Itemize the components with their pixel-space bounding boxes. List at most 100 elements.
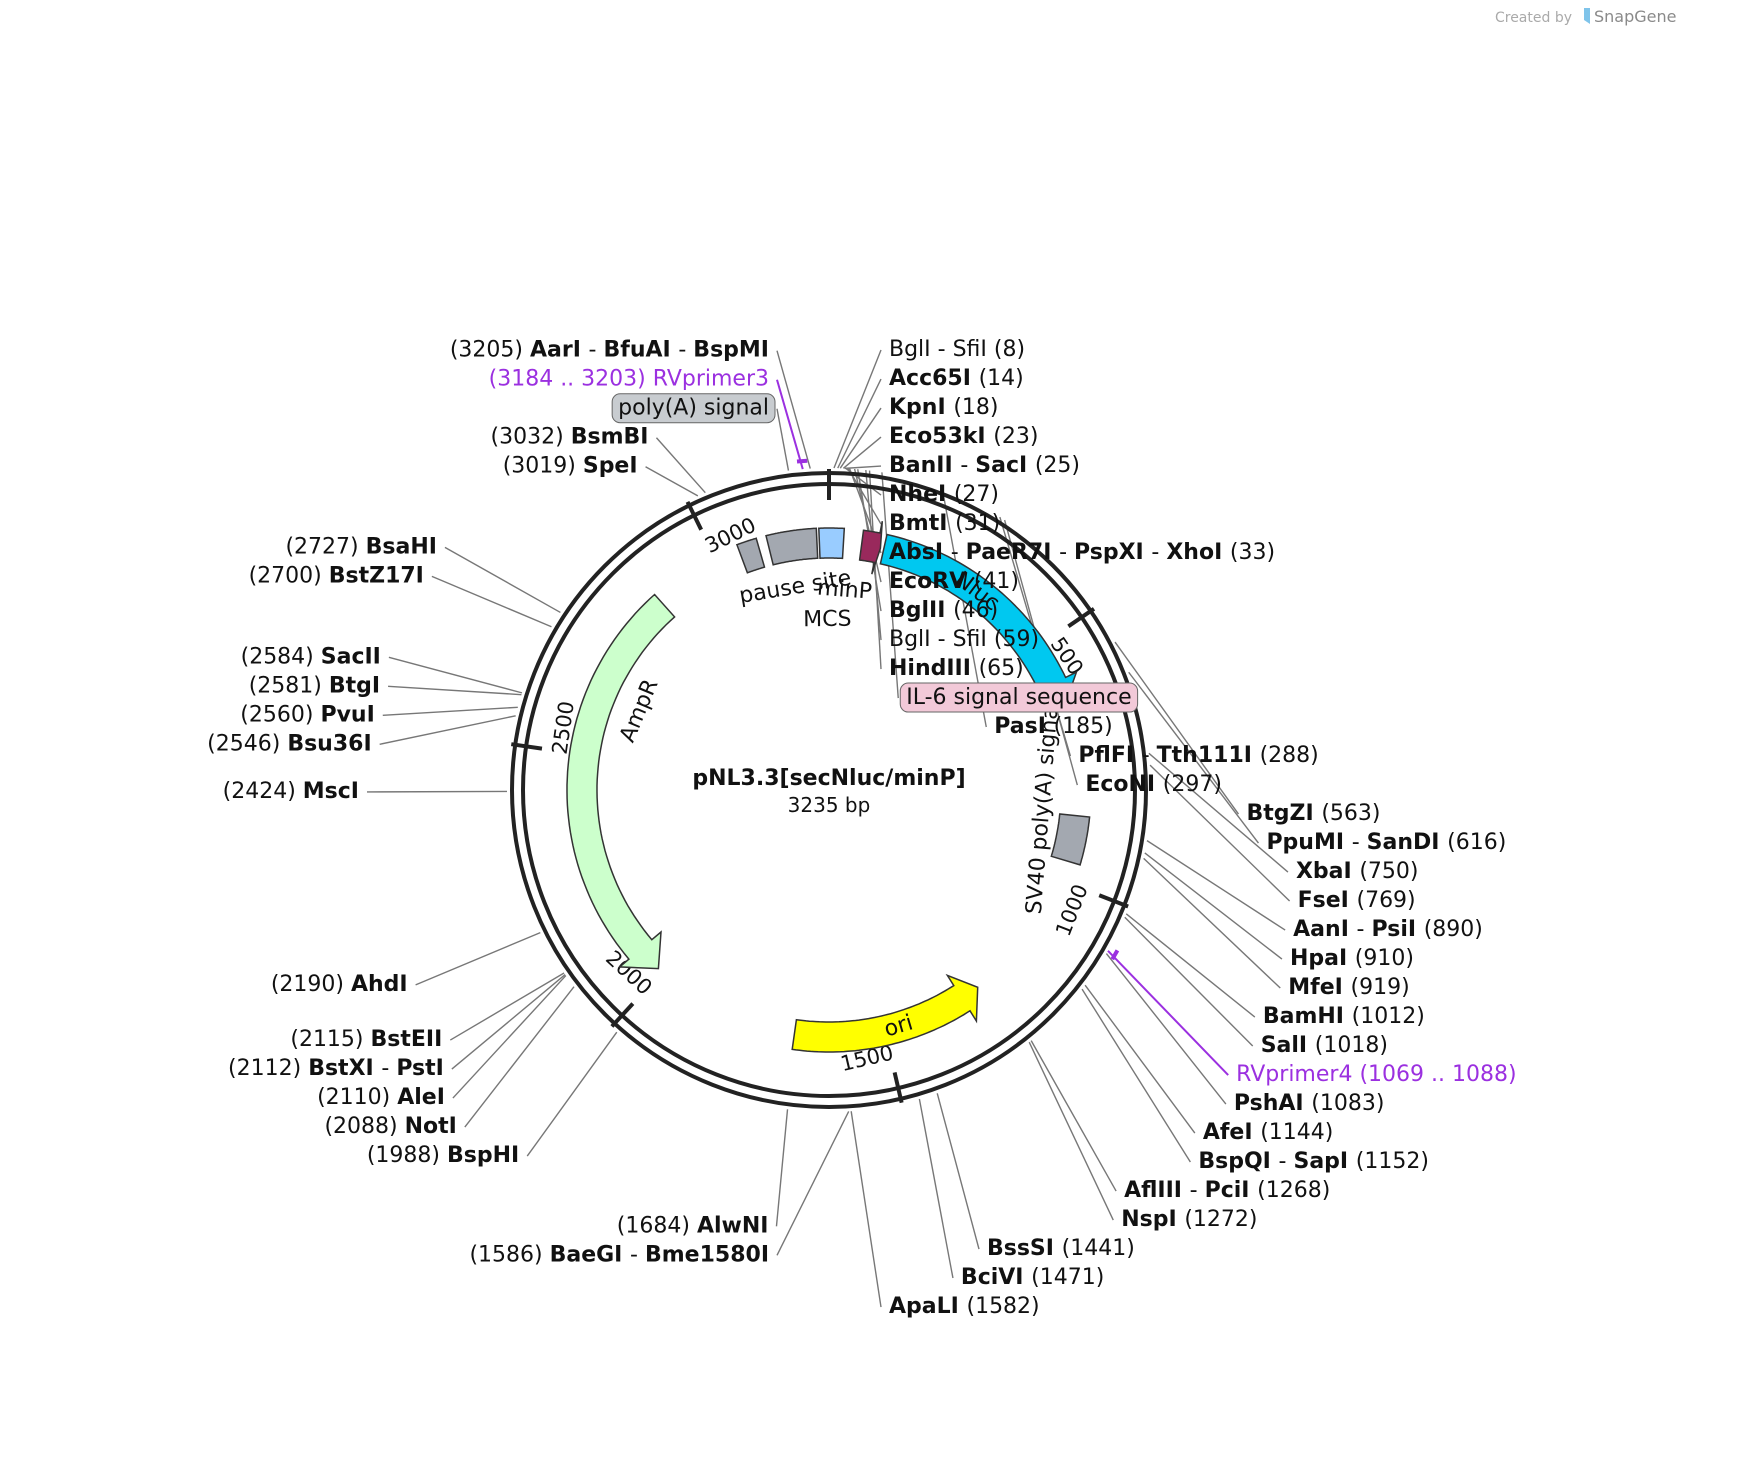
enzyme-name: BtgZI: [1246, 801, 1321, 826]
site-text: poly(A) signal: [618, 396, 769, 421]
site-text: (3184 .. 3203) RVprimer3: [489, 367, 769, 392]
site-position: (3205): [450, 338, 530, 363]
site-text: (2112) BstXI - PstI: [228, 1056, 444, 1081]
restriction-site-label: (2424) MscI: [223, 779, 359, 804]
leader-line: [1028, 1041, 1114, 1221]
site-position: IL-6 signal sequence: [906, 685, 1131, 710]
site-text: AfeI (1144): [1203, 1120, 1334, 1145]
site-text: AanI - PsiI (890): [1293, 917, 1483, 942]
site-position: (1582): [966, 1294, 1039, 1319]
restriction-site-label: (2112) BstXI - PstI: [228, 1056, 444, 1081]
site-position: (563): [1321, 801, 1380, 826]
enzyme-name: BstEII: [371, 1027, 443, 1052]
leader-line: [1084, 984, 1196, 1134]
site-position: (18): [953, 395, 998, 420]
site-text: BmtI (31): [889, 511, 1000, 536]
site-position: (750): [1359, 859, 1418, 884]
restriction-site-label: XbaI (750): [1296, 859, 1419, 884]
leader-line: [367, 790, 508, 793]
enzyme-name: BstXI: [308, 1056, 381, 1081]
snapgene-logo-icon: [1584, 8, 1590, 24]
site-position: (2560): [240, 702, 320, 727]
restriction-site-label: SalI (1018): [1261, 1033, 1388, 1058]
leader-lines: [367, 349, 1291, 1308]
site-position: (1012): [1352, 1004, 1425, 1029]
site-text: (2727) BsaHI: [285, 534, 436, 559]
leader-line: [775, 1109, 789, 1227]
site-position: (1268): [1257, 1178, 1330, 1203]
site-text: BglII (46): [889, 598, 998, 623]
enzyme-name: Bme1580I: [645, 1242, 769, 1267]
site-text: AflIII - PciI (1268): [1124, 1178, 1330, 1203]
leader-line: [881, 472, 899, 699]
enzyme-name: AbsI: [889, 540, 951, 565]
site-labels: (3205) AarI - BfuAI - BspMI(3184 .. 3203…: [207, 337, 1516, 1319]
restriction-site-label: (1988) BspHI: [367, 1143, 519, 1168]
enzyme-name: BtgI: [329, 673, 380, 698]
restriction-site-label: (2584) SacII: [241, 644, 381, 669]
leader-line: [655, 437, 706, 494]
leader-line: [1144, 852, 1283, 960]
leader-line: [1148, 752, 1289, 873]
site-position: -: [1352, 830, 1367, 855]
enzyme-name: Eco53kI: [889, 424, 993, 449]
restriction-site-label: (1586) BaeGI - Bme1580I: [469, 1242, 769, 1267]
enzyme-name: BamHI: [1263, 1004, 1352, 1029]
site-text: (1988) BspHI: [367, 1143, 519, 1168]
restriction-site-label: (2115) BstEII: [290, 1027, 442, 1052]
leader-line: [839, 407, 882, 469]
enzyme-name: Bsu36I: [287, 731, 371, 756]
leader-line: [452, 975, 567, 1099]
site-position: (1069 .. 1088): [1359, 1062, 1516, 1087]
restriction-site-label: PpuMI - SanDI (616): [1266, 830, 1506, 855]
site-position: (25): [1035, 453, 1080, 478]
primer-label: (3184 .. 3203) RVprimer3: [489, 367, 769, 392]
site-position: (185): [1054, 714, 1113, 739]
restriction-site-label: BssSI (1441): [987, 1236, 1135, 1261]
site-position: -: [678, 338, 693, 363]
site-position: -: [630, 1242, 645, 1267]
site-position: -: [1190, 1178, 1205, 1203]
callout-box: [611, 393, 776, 424]
leader-line: [1030, 1040, 1117, 1192]
sv40-polya-feature: [1050, 813, 1091, 866]
pause-site-feature: [765, 527, 819, 566]
leader-line: [1107, 950, 1229, 1076]
site-text: HpaI (910): [1290, 946, 1414, 971]
site-position: (3032): [491, 425, 571, 450]
site-position: (65): [979, 656, 1024, 681]
pause-site-label: pause site: [737, 566, 853, 609]
restriction-site-label: ApaLI (1582): [889, 1294, 1040, 1319]
site-position: (2115): [290, 1027, 370, 1052]
site-text: (1586) BaeGI - Bme1580I: [469, 1242, 769, 1267]
enzyme-name: PasI: [994, 714, 1053, 739]
enzyme-name: Tth111I: [1157, 743, 1260, 768]
site-position: (2546): [207, 731, 287, 756]
leader-line: [526, 1031, 618, 1157]
tick-mark: [1098, 893, 1129, 909]
tick-mark: [610, 1002, 635, 1028]
enzyme-name: FseI: [1298, 888, 1357, 913]
site-text: AbsI - PaeR7I - PspXI - XhoI (33): [889, 540, 1275, 565]
enzyme-name: SacI: [975, 453, 1035, 478]
site-position: (33): [1230, 540, 1275, 565]
enzyme-name: NheI: [889, 482, 954, 507]
site-text: NheI (27): [889, 482, 999, 507]
site-position: (23): [993, 424, 1038, 449]
tick-mark: [1067, 607, 1096, 628]
site-position: (3184 .. 3203): [489, 367, 653, 392]
leader-line: [1114, 641, 1240, 815]
site-text: (2088) NotI: [324, 1114, 456, 1139]
leader-line: [1146, 840, 1286, 931]
restriction-site-label: PasI (185): [994, 714, 1113, 739]
leader-line: [382, 706, 518, 716]
site-position: SfiI: [953, 627, 994, 652]
restriction-site-label: BglI - SfiI (59): [889, 627, 1039, 652]
enzyme-name: BspQI: [1198, 1149, 1278, 1174]
leader-line: [1143, 857, 1281, 989]
enzyme-name: Acc65I: [889, 366, 979, 391]
site-position: (2581): [249, 673, 329, 698]
site-position: (2584): [241, 644, 321, 669]
restriction-site-label: Acc65I (14): [889, 366, 1024, 391]
tick-mark: [511, 742, 543, 751]
